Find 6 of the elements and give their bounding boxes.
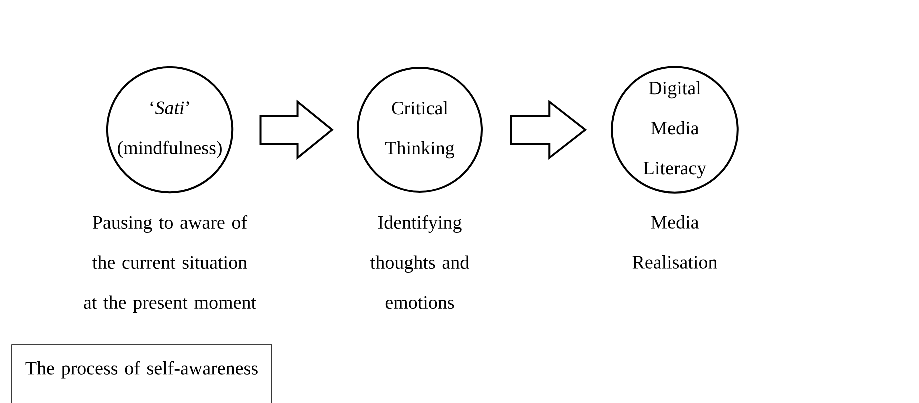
block-arrow: [260, 100, 334, 160]
description-text: Identifying thoughts and emotions: [370, 216, 470, 310]
description-text: Media Realisation: [632, 216, 718, 269]
caption-box: The process of self-awareness: [12, 344, 272, 403]
description-text: Pausing to aware of the current situation at the present moment: [84, 216, 256, 313]
block-arrow: [510, 100, 588, 160]
